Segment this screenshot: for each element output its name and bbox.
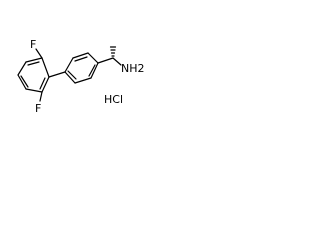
bond [90,62,99,79]
double-bond-inner [27,61,40,66]
bond-ch-n [112,57,122,66]
bond [41,76,50,93]
fluorine-label-bottom: F [35,102,41,115]
bond [41,57,50,78]
double-bond-inner [74,56,88,62]
bond [17,74,27,90]
salt-label: HCl [104,93,123,106]
bond-aryl-ch [97,57,114,64]
double-bond-inner [67,70,77,80]
bond [64,71,76,84]
bond [87,52,99,64]
biaryl-bond [48,71,66,78]
bond [74,77,92,84]
bond [25,88,43,93]
structure-canvas: F F NH2 HCl [0,0,152,152]
hashed-wedge-bond [109,46,117,57]
phenylene-ring [64,52,99,84]
bond-c-f-top [35,48,43,59]
bond [25,57,43,63]
chemical-structure: F F NH2 HCl [17,38,145,115]
fluorine-label-top: F [30,38,36,51]
bond-c-f-bottom [39,91,43,102]
double-bond-inner [20,75,29,88]
bond [17,61,27,76]
bond [64,57,74,73]
double-bond-inner [39,77,46,90]
difluorophenyl-ring [17,57,50,93]
amine-label: NH2 [121,62,145,75]
double-bond-inner [88,64,96,77]
bond [72,52,89,59]
